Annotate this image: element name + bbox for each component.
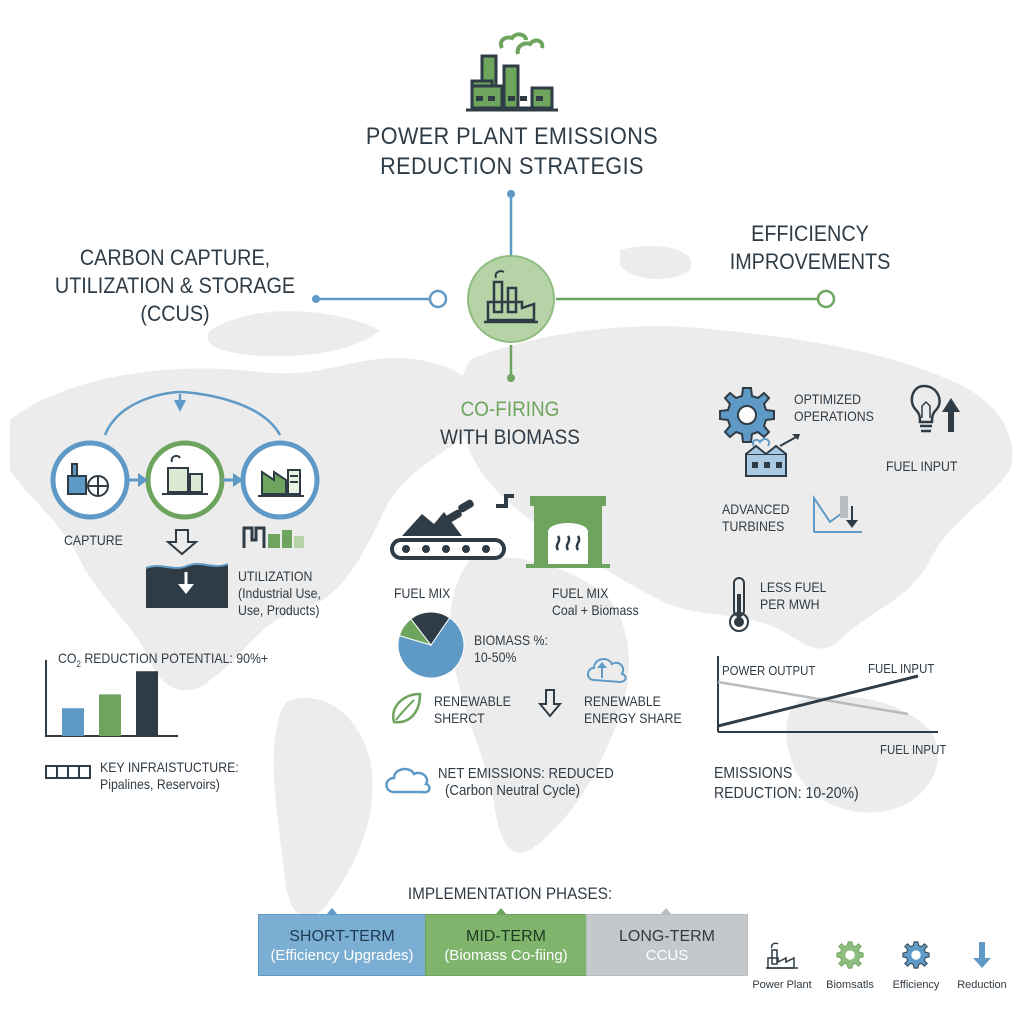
trend-down-icon	[813, 494, 862, 533]
emissions-reduction-label: EMISSIONS REDUCTION: 10-20%)	[714, 765, 859, 802]
pie-slice-0	[397, 617, 465, 679]
pie-slice-2	[410, 611, 451, 646]
fuel-mix-right-label: FUEL MIX Coal + Biomass	[552, 585, 639, 618]
reduction-bar-chart	[45, 660, 178, 737]
furnace-icon	[526, 496, 610, 568]
biomass-percent-label: BIOMASS %: 10-50%	[474, 632, 548, 665]
chart-x-axis-label: FUEL INPUT	[880, 742, 947, 757]
down-arrow-icon	[538, 689, 562, 718]
phase-mid-term: MID-TERM (Biomass Co-fiing)	[425, 914, 587, 976]
legend-biomass: Biomsatls	[810, 940, 890, 991]
phase-long-term: LONG-TERM CCUS	[586, 914, 748, 976]
less-fuel-label: LESS FUEL PER MWH	[760, 579, 827, 612]
legend-efficiency: Efficiency	[876, 940, 956, 991]
biomass-pie-chart	[397, 611, 465, 679]
page-title: POWER PLANT EMISSIONS REDUCTION STRATEGI…	[365, 123, 659, 180]
thermometer-icon	[729, 577, 749, 632]
ccus-branch-title: CARBON CAPTURE, UTILIZATION & STORAGE (C…	[54, 245, 296, 326]
optimized-operations-label: OPTIMIZED OPERATIONS	[794, 391, 874, 424]
bar-2	[136, 671, 158, 736]
advanced-turbines-label: ADVANCED TURBINES	[722, 501, 790, 534]
leaf-icon	[392, 692, 422, 724]
down-arrow-icon	[973, 942, 991, 968]
cloud-upload-icon	[587, 658, 627, 684]
factory-icon	[766, 942, 798, 969]
pipeline-icon	[45, 765, 91, 779]
turbine-icon	[745, 434, 800, 477]
power-output-label: POWER OUTPUT	[722, 663, 816, 678]
blue-gear-icon	[902, 941, 930, 969]
industry-icon	[242, 526, 304, 548]
infrastructure-label: KEY INFRAISTUCTURE: Pipalines, Reservoir…	[100, 759, 239, 792]
bar-0	[62, 708, 84, 736]
cofiring-branch-title: CO-FIRING WITH BIOMASS	[440, 398, 580, 449]
bar-chart-axes	[45, 660, 178, 737]
cloud-icon	[385, 767, 431, 794]
renewable-energy-share-label: RENEWABLE ENERGY SHARE	[584, 693, 682, 726]
blue-gear-icon	[719, 387, 775, 443]
efficiency-line-chart	[717, 656, 938, 733]
lightbulb-icon	[910, 384, 960, 433]
net-emissions-label: NET EMISSIONS: REDUCED (Carbon Neutral C…	[438, 765, 614, 799]
factory-icon	[466, 32, 558, 112]
conveyor-icon	[390, 494, 514, 560]
reduction-potential-label: CO2 REDUCTION POTENTIAL: 90%+	[58, 650, 269, 669]
phases-heading: IMPLEMENTATION PHASES:	[407, 884, 613, 903]
efficiency-branch-title: EFFICIENCY IMPROVEMENTS	[729, 221, 891, 274]
ccus-flow-diagram	[50, 390, 320, 520]
capture-label: CAPTURE	[64, 532, 123, 548]
legend-reduction: Reduction	[942, 940, 1022, 991]
fuel-input-top-label: FUEL INPUT	[886, 458, 958, 474]
renewable-share-left-label: RENEWABLE SHERCT	[434, 693, 511, 726]
utilization-label: UTILIZATION (Industrial Use, Use, Produc…	[238, 568, 321, 618]
bar-1	[99, 694, 121, 736]
storage-icon	[145, 529, 229, 608]
phase-markers	[326, 908, 672, 915]
legend-power-plant: Power Plant	[742, 940, 822, 991]
fuel-mix-left-label: FUEL MIX	[394, 585, 451, 601]
phase-short-term: SHORT-TERM (Efficiency Upgrades)	[258, 914, 426, 976]
central-hub-icon	[467, 255, 555, 343]
chart-fuel-input-label: FUEL INPUT	[868, 661, 935, 676]
green-gear-icon	[836, 941, 864, 969]
